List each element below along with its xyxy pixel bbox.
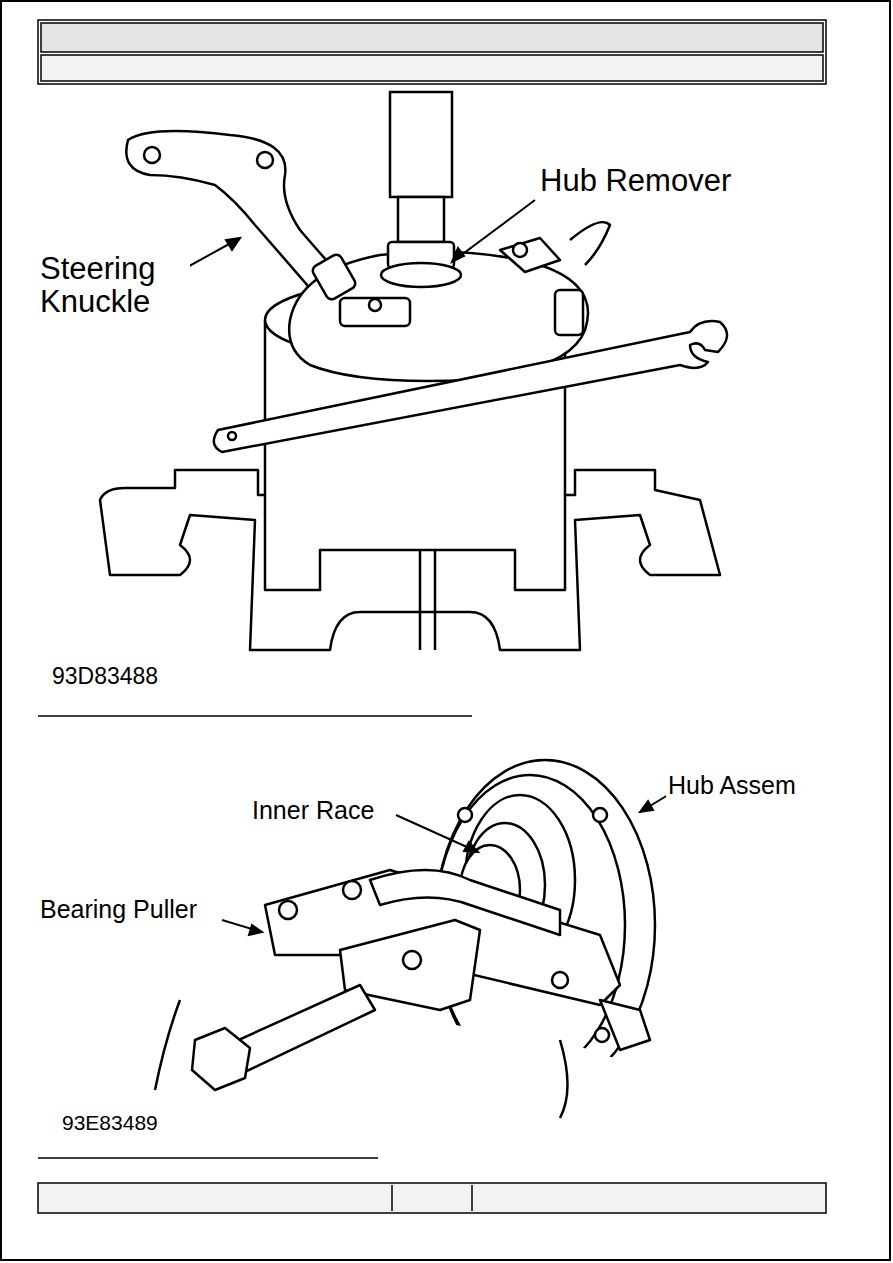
hub-assembly-drawing bbox=[593, 808, 607, 822]
footer-bar bbox=[471, 1185, 473, 1211]
holding-wrench bbox=[214, 321, 727, 452]
hub-assembly-drawing bbox=[595, 1028, 609, 1042]
press-shaft bbox=[381, 263, 461, 287]
leader-lines bbox=[226, 238, 240, 250]
footer-bar bbox=[38, 1183, 826, 1213]
leader-lines bbox=[182, 200, 668, 935]
bearing-puller-drawing bbox=[192, 1028, 250, 1090]
steering-knuckle-drawing bbox=[144, 147, 160, 163]
steering-knuckle-drawing bbox=[340, 298, 410, 326]
leader-lines bbox=[640, 801, 653, 812]
header-bar bbox=[41, 23, 823, 52]
steering-knuckle-drawing bbox=[257, 152, 273, 168]
figure-number: 93D83488 bbox=[50, 664, 160, 689]
header-bar bbox=[38, 20, 826, 84]
press-shaft bbox=[398, 197, 444, 242]
steering-knuckle-drawing bbox=[570, 222, 610, 265]
holding-wrench bbox=[214, 321, 727, 452]
bearing-puller-drawing bbox=[155, 1000, 180, 1090]
part-label: Inner Race bbox=[250, 797, 376, 824]
part-label: Steering Knuckle bbox=[38, 252, 190, 319]
leader-lines bbox=[452, 248, 464, 262]
header-bar bbox=[41, 55, 823, 81]
figure-number: 93E83489 bbox=[60, 1112, 160, 1135]
figure-separator bbox=[38, 1157, 378, 1159]
bearing-puller-drawing bbox=[552, 972, 568, 988]
bearing-puller-drawing bbox=[150, 870, 650, 1120]
hub-assembly-drawing bbox=[458, 808, 472, 822]
leader-lines bbox=[452, 200, 535, 262]
holding-wrench bbox=[228, 432, 236, 440]
leader-lines bbox=[640, 795, 668, 812]
part-label: Bearing Puller bbox=[38, 896, 199, 923]
press-fixture bbox=[419, 550, 422, 650]
bearing-puller-drawing bbox=[600, 1000, 650, 1050]
part-label: Hub Assem bbox=[666, 772, 798, 799]
leader-lines bbox=[182, 238, 240, 270]
steering-knuckle-drawing bbox=[513, 243, 527, 257]
part-label: Hub Remover bbox=[538, 164, 733, 197]
press-shaft bbox=[381, 92, 461, 287]
press-shaft bbox=[390, 92, 452, 197]
footer-bar bbox=[391, 1185, 393, 1211]
press-fixture bbox=[434, 550, 437, 650]
steering-knuckle-drawing bbox=[369, 299, 381, 311]
header-bar bbox=[38, 20, 826, 84]
leader-lines bbox=[249, 925, 262, 935]
bearing-puller-drawing bbox=[279, 901, 297, 919]
leader-lines bbox=[464, 842, 478, 852]
leader-lines bbox=[396, 815, 478, 852]
bearing-puller-drawing bbox=[343, 881, 361, 899]
steering-knuckle-drawing bbox=[500, 238, 560, 272]
footer-bar bbox=[38, 1183, 826, 1213]
bearing-puller-drawing bbox=[560, 1040, 568, 1118]
figure-separator bbox=[38, 715, 472, 717]
bearing-puller-drawing bbox=[150, 1020, 650, 1120]
steering-knuckle-drawing bbox=[555, 290, 583, 335]
steering-knuckle-drawing bbox=[311, 253, 358, 302]
bearing-puller-drawing bbox=[403, 951, 421, 969]
